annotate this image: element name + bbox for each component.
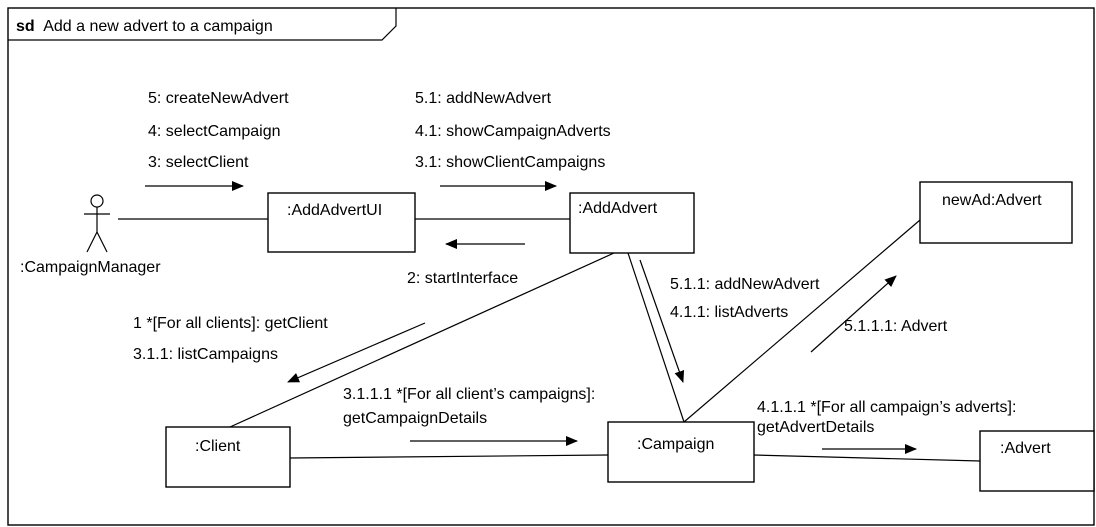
message-label: 2: startInterface [407, 270, 518, 287]
frame-title-text: Add a new advert to a campaign [43, 18, 272, 35]
message-label: 3.1: showClientCampaigns [415, 154, 605, 171]
message-label: 4: selectCampaign [148, 123, 281, 140]
message-label: 5.1: addNewAdvert [415, 90, 552, 107]
object-advert [979, 430, 1095, 492]
object-add-advert-ui [267, 192, 416, 253]
message-label: 4.1.1: listAdverts [670, 304, 788, 321]
frame-keyword: sd [16, 18, 35, 35]
object-advert-label: :Advert [1000, 440, 1051, 457]
object-add-advert [569, 192, 695, 254]
message-label: 4.1: showCampaignAdverts [415, 123, 611, 140]
arrow-addadvert-to-campaign [639, 259, 685, 383]
message-label: 4.1.1.1 *[For all campaign’s adverts]: [757, 399, 1016, 416]
actor-icon [84, 194, 110, 253]
link-client-campaign [289, 454, 609, 459]
message-label: 1 *[For all clients]: getClient [133, 315, 328, 332]
message-label: 3: selectClient [148, 154, 249, 171]
frame-title: sd Add a new advert to a campaign [16, 18, 273, 35]
arrow-campaign-to-newad [810, 275, 897, 353]
object-client-label: :Client [195, 438, 241, 455]
message-label: 5.1.1.1: Advert [844, 318, 948, 335]
object-add-advert-label: :AddAdvert [578, 200, 658, 217]
message-label: getAdvertDetails [757, 419, 874, 436]
frame-title-tab [8, 8, 397, 41]
object-new-ad-label: newAd:Advert [942, 192, 1042, 209]
object-add-advert-ui-label: :AddAdvertUI [287, 202, 382, 219]
link-campaign-advert [753, 454, 981, 462]
object-campaign-label: :Campaign [637, 436, 714, 453]
object-client [165, 426, 291, 488]
link-addadvert-client [229, 252, 615, 428]
actor-label: :CampaignManager [20, 259, 161, 276]
message-label: 3.1.1.1 *[For all client’s campaigns]: [343, 386, 595, 403]
object-campaign [607, 421, 755, 483]
link-addadvert-campaign [627, 252, 685, 423]
arrow-addadvert-to-client [287, 322, 426, 383]
message-label: 5: createNewAdvert [148, 90, 289, 107]
link-campaign-newad [683, 219, 921, 423]
message-label: 5.1.1: addNewAdvert [670, 276, 820, 293]
message-label: getCampaignDetails [343, 410, 487, 427]
object-new-ad [919, 181, 1073, 244]
message-label: 3.1.1: listCampaigns [133, 346, 278, 363]
